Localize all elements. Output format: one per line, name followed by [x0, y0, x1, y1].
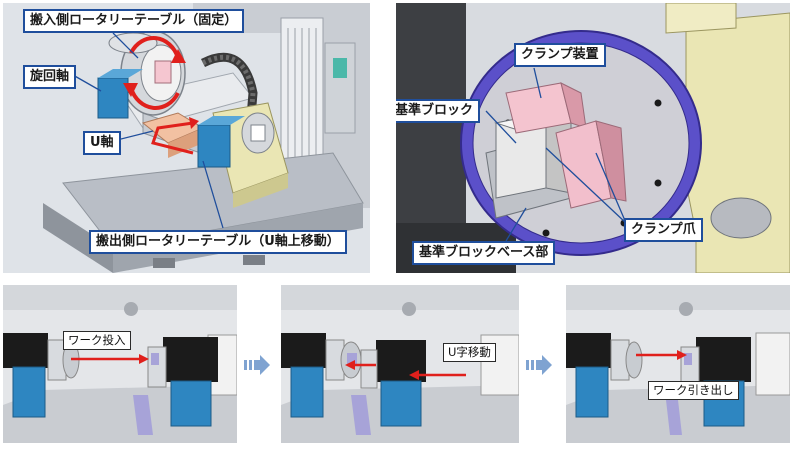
step-arrow-icon	[526, 355, 552, 375]
panel-machine-overview: 搬入側ロータリーテーブル（固定） 旋回軸 U軸 搬出側ロータリーテーブル（U軸上…	[3, 3, 370, 273]
stage-label-unloading: ワーク引き出し	[648, 381, 739, 400]
step-arrow-icon	[244, 355, 270, 375]
machine-overview-illustration	[3, 3, 370, 273]
label-rotation-axis: 旋回軸	[23, 65, 77, 89]
stage-label-u-move: U字移動	[443, 343, 496, 362]
label-u-axis: U軸	[83, 131, 121, 155]
label-loading-rotary-table: 搬入側ロータリーテーブル（固定）	[23, 9, 245, 33]
label-unloading-rotary-table: 搬出側ロータリーテーブル（U軸上移動）	[89, 230, 347, 254]
stage-label-loading: ワーク投入	[63, 331, 131, 350]
panel-stage-unloading: ワーク引き出し	[566, 285, 790, 443]
label-clamp-claw: クランプ爪	[624, 218, 703, 242]
panel-stage-u-move: U字移動	[281, 285, 519, 443]
panel-clamp-detail: クランプ装置 基準ブロック クランプ爪 基準ブロックベース部	[396, 3, 790, 273]
label-reference-block: 基準ブロック	[396, 99, 481, 123]
stage-u-move-illustration	[281, 285, 519, 443]
label-clamp-device: クランプ装置	[514, 43, 606, 67]
label-reference-block-base: 基準ブロックベース部	[412, 241, 556, 265]
clamp-detail-illustration	[396, 3, 790, 273]
stage-loading-illustration	[3, 285, 237, 443]
panel-stage-loading: ワーク投入	[3, 285, 237, 443]
stage-unloading-illustration	[566, 285, 790, 443]
